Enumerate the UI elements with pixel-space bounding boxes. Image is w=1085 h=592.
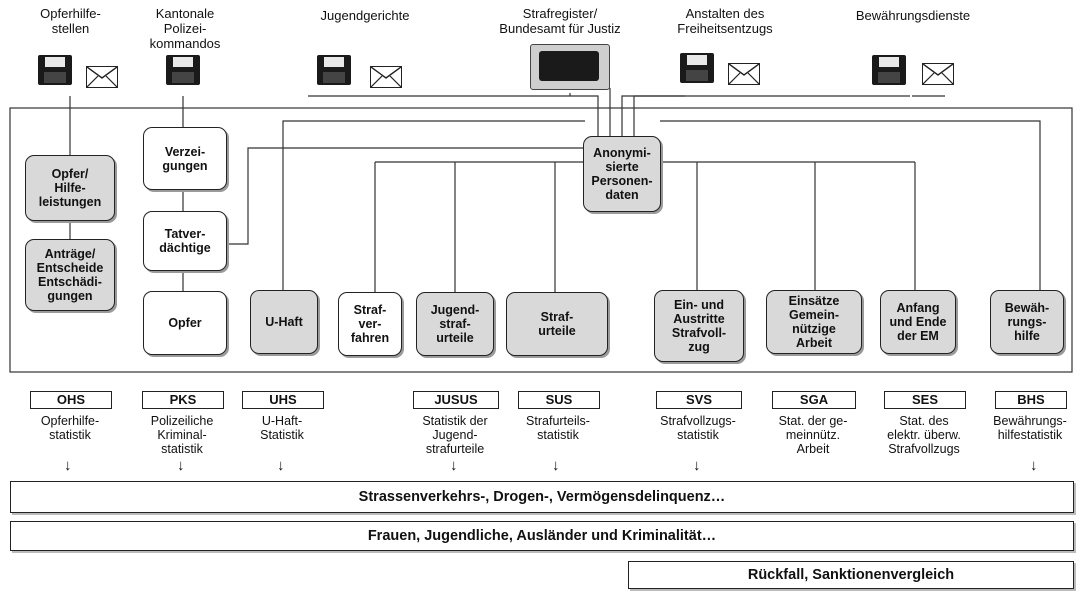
stat-code-sga: SGA xyxy=(772,391,856,409)
node-anonymisierte-personendaten: Anonymi- sierte Personen- daten xyxy=(583,136,661,212)
down-arrow-icon: ↓ xyxy=(1030,457,1038,474)
node-jugendstrafurteile: Jugend- straf- urteile xyxy=(416,292,494,356)
node-elektronische-ueberwachung: Anfang und Ende der EM xyxy=(880,290,956,354)
band-bevoelkerungsgruppen: Frauen, Jugendliche, Ausländer und Krimi… xyxy=(10,521,1074,551)
stat-desc-svs: Strafvollzugs- statistik xyxy=(660,414,736,442)
stat-desc-ses: Stat. des elektr. überw. Strafvollzugs xyxy=(887,414,961,456)
stat-code-ohs: OHS xyxy=(30,391,112,409)
source-label-bewaehrungsdienste: Bewährungsdienste xyxy=(855,8,971,23)
stat-code-bhs: BHS xyxy=(995,391,1067,409)
envelope-icon xyxy=(86,66,118,88)
node-antraege-entscheide: Anträge/ Entscheide Entschädi- gungen xyxy=(25,239,115,311)
stat-desc-sus: Strafurteils- statistik xyxy=(526,414,590,442)
down-arrow-icon: ↓ xyxy=(177,457,185,474)
node-bewaehrungshilfe: Bewäh- rungs- hilfe xyxy=(990,290,1064,354)
stat-code-jusus: JUSUS xyxy=(413,391,499,409)
stat-desc-uhs: U-Haft- Statistik xyxy=(260,414,304,442)
disk-icon xyxy=(872,55,906,85)
envelope-icon xyxy=(922,63,954,85)
node-u-haft: U-Haft xyxy=(250,290,318,354)
down-arrow-icon: ↓ xyxy=(64,457,72,474)
stat-desc-bhs: Bewährungs- hilfestatistik xyxy=(993,414,1067,442)
node-strafverfahren: Straf- ver- fahren xyxy=(338,292,402,356)
node-verzeigungen: Verzei- gungen xyxy=(143,127,227,190)
stat-code-ses: SES xyxy=(884,391,966,409)
node-opfer-hilfeleistungen: Opfer/ Hilfe- leistungen xyxy=(25,155,115,221)
down-arrow-icon: ↓ xyxy=(277,457,285,474)
source-label-strafregister: Strafregister/ Bundesamt für Justiz xyxy=(499,6,621,36)
stat-desc-jusus: Statistik der Jugend- strafurteile xyxy=(422,414,488,456)
stat-desc-sga: Stat. der ge- meinnütz. Arbeit xyxy=(778,414,848,456)
down-arrow-icon: ↓ xyxy=(450,457,458,474)
band-delinquenz: Strassenverkehrs-, Drogen-, Vermögensdel… xyxy=(10,481,1074,513)
source-label-anstalten: Anstalten des Freiheitsentzugs xyxy=(677,6,773,36)
stat-code-uhs: UHS xyxy=(242,391,324,409)
node-opfer: Opfer xyxy=(143,291,227,355)
envelope-icon xyxy=(370,66,402,88)
stat-code-pks: PKS xyxy=(142,391,224,409)
disk-icon xyxy=(680,53,714,83)
node-strafvollzug: Ein- und Austritte Strafvoll- zug xyxy=(654,290,744,362)
disk-icon xyxy=(38,55,72,85)
source-label-polizeikommandos: Kantonale Polizei- kommandos xyxy=(149,6,221,51)
stat-desc-ohs: Opferhilfe- statistik xyxy=(40,414,100,442)
source-label-opferhilfestellen: Opferhilfe- stellen xyxy=(40,6,101,36)
node-tatverdaechtige: Tatver- dächtige xyxy=(143,211,227,271)
monitor-icon xyxy=(530,44,610,90)
band-rueckfall: Rückfall, Sanktionenvergleich xyxy=(628,561,1074,589)
disk-icon xyxy=(166,55,200,85)
stat-code-svs: SVS xyxy=(656,391,742,409)
disk-icon xyxy=(317,55,351,85)
stat-code-sus: SUS xyxy=(518,391,600,409)
stat-desc-pks: Polizeiliche Kriminal- statistik xyxy=(150,414,214,456)
envelope-icon xyxy=(728,63,760,85)
source-label-jugendgerichte: Jugendgerichte xyxy=(320,8,410,23)
down-arrow-icon: ↓ xyxy=(693,457,701,474)
node-gemeinnuetzige-arbeit: Einsätze Gemein- nützige Arbeit xyxy=(766,290,862,354)
node-strafurteile: Straf- urteile xyxy=(506,292,608,356)
down-arrow-icon: ↓ xyxy=(552,457,560,474)
